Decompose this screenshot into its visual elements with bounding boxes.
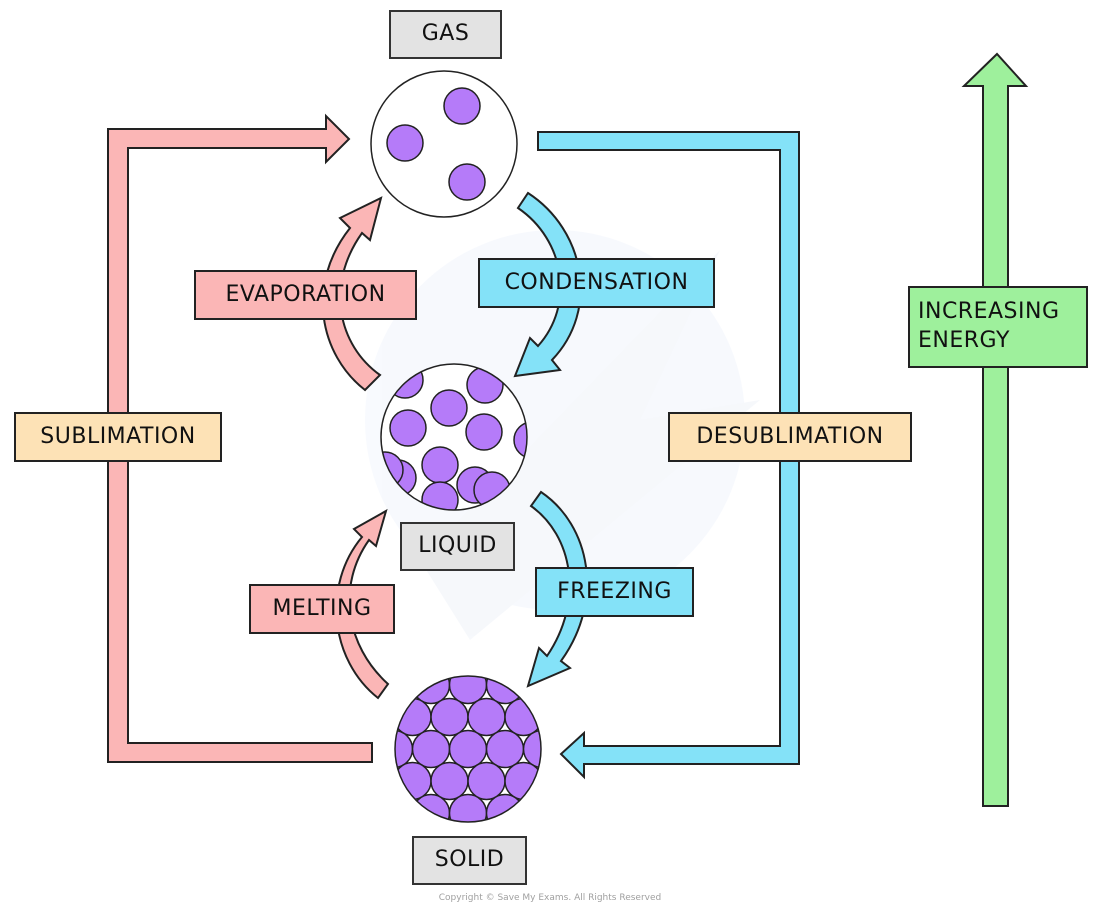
solid-particle	[448, 793, 488, 822]
solid-particle	[395, 761, 432, 801]
solid-particle	[411, 793, 451, 822]
liquid-particle	[389, 409, 427, 447]
solid-particle	[485, 793, 525, 822]
condensation-label-text: CONDENSATION	[504, 269, 689, 295]
desublimation-label: DESUBLIMATION	[668, 412, 912, 462]
increasing-energy-arrow	[961, 52, 1029, 807]
solid-particle	[616, 635, 653, 672]
solid-particle	[504, 697, 541, 737]
condensation-label: CONDENSATION	[478, 258, 715, 308]
solid-particle	[485, 729, 525, 769]
gas-particles-container	[370, 70, 518, 218]
solid-label-text: SOLID	[434, 847, 505, 873]
solid-particle	[468, 635, 505, 672]
solid-particle	[522, 793, 541, 822]
energy-label-line2: ENERGY	[918, 328, 1010, 353]
increasing-energy-label: INCREASING ENERGY	[908, 286, 1088, 368]
desublimation-arrow	[537, 131, 800, 780]
solid-particle	[616, 827, 653, 864]
gas-particle	[448, 163, 486, 201]
sublimation-label-text: SUBLIMATION	[40, 423, 196, 449]
solid-particle	[542, 827, 579, 864]
evaporation-label-text: EVAPORATION	[225, 281, 386, 307]
solid-particle	[467, 761, 506, 801]
solid-particle	[579, 699, 616, 736]
solid-particle	[579, 635, 616, 672]
desublimation-label-text: DESUBLIMATION	[696, 423, 884, 449]
solid-particle	[485, 676, 525, 705]
sublimation-arrow	[107, 113, 373, 763]
liquid-particle	[421, 446, 459, 484]
solid-particle	[339, 795, 376, 832]
solid-particle	[431, 635, 468, 672]
solid-particle	[504, 761, 541, 801]
evaporation-label: EVAPORATION	[194, 270, 417, 320]
solid-particle	[598, 795, 635, 832]
freezing-label-text: FREEZING	[557, 578, 672, 604]
solid-particle	[394, 635, 431, 672]
solid-particle	[542, 763, 579, 800]
melting-label: MELTING	[249, 584, 395, 634]
solid-particle	[430, 697, 469, 737]
solid-particle	[320, 699, 357, 736]
solid-particle	[302, 795, 339, 832]
solid-particle	[395, 729, 414, 769]
solid-particle	[395, 793, 414, 822]
solid-state-label: SOLID	[412, 836, 527, 885]
solid-particle	[542, 699, 579, 736]
solid-particle	[448, 729, 488, 769]
freezing-arrow	[526, 490, 589, 688]
solid-particle	[522, 729, 541, 769]
gas-state-label: GAS	[389, 10, 502, 59]
melting-arrow	[335, 508, 390, 700]
solid-particle	[357, 827, 394, 864]
liquid-particle	[430, 389, 468, 427]
liquid-label-text: LIQUID	[418, 533, 497, 559]
solid-particle	[430, 761, 469, 801]
gas-particle	[386, 124, 424, 162]
solid-particle	[448, 676, 488, 705]
solid-particle	[467, 697, 506, 737]
solid-particle	[561, 667, 598, 704]
liquid-particle	[465, 413, 503, 451]
solid-particle	[598, 667, 635, 704]
condensation-arrow	[513, 191, 582, 378]
solid-particles-container	[302, 635, 653, 864]
solid-particle	[302, 667, 339, 704]
solid-particle	[616, 763, 653, 800]
gas-label-text: GAS	[421, 21, 470, 47]
evaporation-arrow	[321, 196, 383, 392]
solid-particle	[411, 676, 451, 705]
solid-particle	[357, 699, 394, 736]
liquid-state-label: LIQUID	[400, 522, 515, 571]
melting-label-text: MELTING	[272, 595, 372, 621]
sublimation-label: SUBLIMATION	[14, 412, 222, 462]
solid-particle	[561, 795, 598, 832]
solid-particle	[320, 763, 357, 800]
gas-particle	[443, 87, 481, 125]
energy-label-line1: INCREASING	[918, 299, 1060, 325]
solid-particle	[320, 827, 357, 864]
solid-particle	[395, 697, 432, 737]
copyright-notice: Copyright © Save My Exams. All Rights Re…	[438, 893, 662, 903]
freezing-label: FREEZING	[535, 567, 694, 617]
solid-particle	[411, 729, 451, 769]
liquid-particle	[513, 421, 527, 459]
solid-particle	[357, 763, 394, 800]
solid-particle	[616, 699, 653, 736]
solid-particle	[579, 827, 616, 864]
